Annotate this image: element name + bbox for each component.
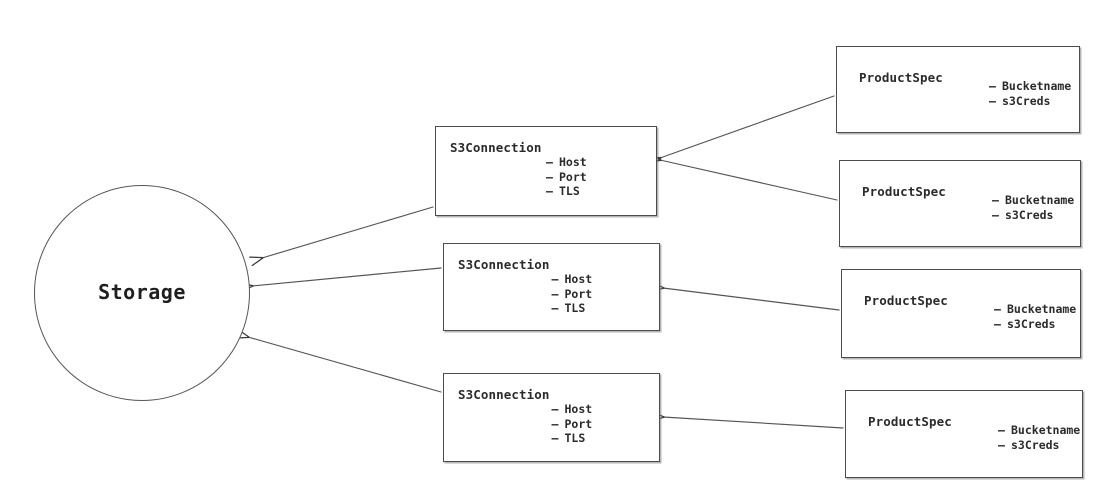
s3connection-attribute: –TLS (551, 431, 586, 445)
s3connection-attribute: –TLS (546, 184, 580, 198)
attribute-dash-icon: – (546, 184, 553, 198)
s3connection-attribute: –Host (551, 272, 593, 286)
s3connection-attribute: –TLS (551, 301, 586, 315)
productspec-attribute: –s3Creds (998, 437, 1060, 452)
s3connection-attribute-list: –Host–Port–TLS (552, 272, 593, 316)
productspec-title: ProductSpec (868, 414, 952, 429)
attribute-dash-icon: – (992, 207, 999, 222)
attribute-dash-icon: – (998, 437, 1005, 452)
productspec-attribute-list: –Bucketname–s3Creds (994, 302, 1076, 331)
attribute-dash-icon: – (551, 301, 559, 315)
s3connection-title: S3Connection (458, 257, 550, 272)
productspec-title: ProductSpec (862, 184, 946, 199)
arrow-productspec4-to-s3conn3 (663, 417, 844, 429)
s3connection-attribute-list: –Host–Port–TLS (552, 402, 593, 446)
productspec-attribute: –Bucketname (994, 302, 1077, 316)
productspec-box[interactable]: ProductSpec –Bucketname–s3Creds (839, 160, 1081, 247)
productspec-box[interactable]: ProductSpec –Bucketname–s3Creds (845, 390, 1083, 478)
attribute-dash-icon: – (551, 286, 559, 301)
productspec-title: ProductSpec (864, 293, 948, 308)
attribute-dash-icon: – (546, 155, 553, 169)
attribute-dash-icon: – (551, 272, 559, 286)
productspec-box[interactable]: ProductSpec –Bucketname–s3Creds (836, 46, 1080, 133)
s3connection-attribute-list: –Host–Port–TLS (546, 155, 587, 199)
productspec-attribute: –Bucketname (998, 423, 1081, 437)
storage-label: Storage (98, 280, 186, 304)
attribute-dash-icon: – (992, 193, 999, 207)
arrow-productspec1-to-s3conn1 (660, 95, 835, 158)
s3connection-box[interactable]: S3Connection –Host–Port–TLS (435, 126, 657, 216)
productspec-attribute-list: –Bucketname–s3Creds (989, 79, 1071, 108)
s3connection-attribute: –Host (546, 155, 587, 169)
productspec-attribute: –s3Creds (992, 207, 1054, 222)
s3connection-attribute: –Port (546, 169, 587, 184)
attribute-dash-icon: – (994, 302, 1001, 316)
productspec-attribute: –Bucketname (989, 79, 1072, 93)
arrow-productspec3-to-s3conn2 (663, 288, 840, 311)
productspec-attribute: –s3Creds (989, 93, 1051, 108)
productspec-box[interactable]: ProductSpec –Bucketname–s3Creds (841, 269, 1081, 358)
productspec-attribute-list: –Bucketname–s3Creds (998, 423, 1080, 452)
s3connection-attribute: –Port (551, 416, 593, 431)
arrow-s3conn3-to-storage (248, 337, 442, 393)
s3connection-title: S3Connection (450, 140, 542, 155)
s3connection-box[interactable]: S3Connection–Host–Port–TLS (443, 243, 660, 331)
attribute-dash-icon: – (994, 316, 1001, 331)
attribute-dash-icon: – (551, 402, 559, 416)
s3connection-box[interactable]: S3Connection–Host–Port–TLS (443, 373, 660, 462)
attribute-dash-icon: – (989, 79, 996, 93)
productspec-title: ProductSpec (859, 70, 943, 85)
attribute-dash-icon: – (989, 93, 996, 108)
arrow-s3conn2-to-storage (252, 267, 442, 286)
attribute-dash-icon: – (551, 416, 559, 431)
attribute-dash-icon: – (998, 423, 1005, 437)
storage-node[interactable]: Storage (34, 185, 250, 401)
arrow-productspec2-to-s3conn1 (660, 160, 838, 201)
productspec-attribute: –Bucketname (992, 193, 1075, 207)
productspec-attribute: –s3Creds (994, 316, 1056, 331)
productspec-attribute-list: –Bucketname–s3Creds (992, 193, 1074, 222)
s3connection-title: S3Connection (458, 387, 550, 402)
arrow-s3conn1-to-storage (262, 206, 434, 258)
attribute-dash-icon: – (551, 431, 559, 445)
attribute-dash-icon: – (546, 169, 553, 184)
s3connection-attribute: –Host (551, 402, 593, 416)
s3connection-attribute: –Port (551, 286, 593, 301)
